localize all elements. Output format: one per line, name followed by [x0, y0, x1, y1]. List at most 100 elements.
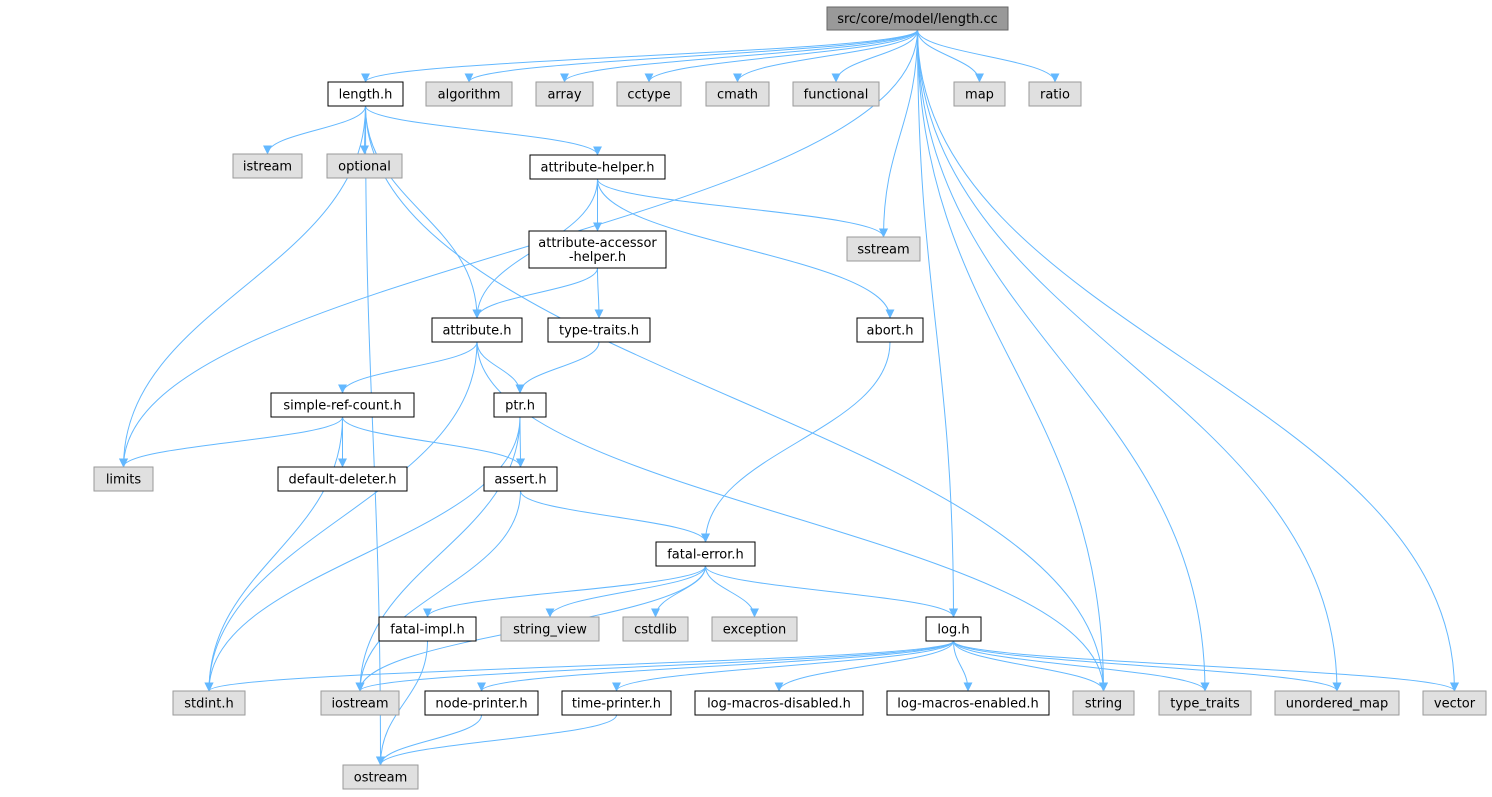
node-limits[interactable]: limits — [93, 466, 154, 492]
node-label: fatal-impl.h — [390, 623, 464, 638]
edge-attribute-h-to-ptr-h — [476, 341, 525, 394]
node-cctype[interactable]: cctype — [616, 81, 682, 107]
node-cmath[interactable]: cmath — [705, 81, 770, 107]
node-type-traits[interactable]: type_traits — [1158, 690, 1252, 716]
edge-type-traits-h-to-ptr-h — [515, 341, 600, 394]
edge-assert-h-to-fatal-error-h — [520, 490, 710, 543]
node-vector[interactable]: vector — [1422, 690, 1487, 716]
node-label: default-deleter.h — [289, 473, 397, 488]
node-log-macros-disabled-h[interactable]: log-macros-disabled.h — [694, 690, 864, 716]
node-log-h[interactable]: log.h — [925, 616, 982, 642]
node-label: sstream — [857, 243, 909, 258]
node-cstdlib[interactable]: cstdlib — [622, 616, 689, 642]
node-box — [431, 317, 523, 343]
node-label: ratio — [1040, 88, 1070, 103]
edge-length-cc-to-limits — [119, 29, 918, 468]
node-iostream[interactable]: iostream — [320, 690, 400, 716]
node-string-view[interactable]: string_view — [500, 616, 600, 642]
node-unordered-map[interactable]: unordered_map — [1274, 690, 1400, 716]
node-box — [622, 616, 689, 642]
node-label: cmath — [717, 88, 758, 103]
edge-length-h-to-attribute-helper-h — [365, 105, 602, 156]
node-box — [925, 616, 982, 642]
node-box — [1422, 690, 1487, 716]
node-box — [327, 81, 404, 107]
node-string[interactable]: string — [1072, 690, 1135, 716]
node-label: string — [1085, 697, 1122, 712]
node-box — [886, 690, 1050, 716]
node-functional[interactable]: functional — [792, 81, 880, 107]
node-label: ostream — [354, 771, 408, 786]
node-attribute-accessor-helper-h[interactable]: attribute-accessor-helper.h — [528, 230, 667, 269]
node-label: log-macros-enabled.h — [897, 697, 1038, 712]
node-attribute-helper-h[interactable]: attribute-helper.h — [529, 154, 666, 180]
edge-length-cc-to-unordered-map — [917, 29, 1342, 692]
edge-ptr-h-to-iostream — [355, 416, 521, 692]
node-label: limits — [106, 473, 142, 488]
node-assert-h[interactable]: assert.h — [483, 466, 558, 492]
edge-time-printer-h-to-ostream — [376, 714, 617, 766]
node-ptr-h[interactable]: ptr.h — [493, 392, 547, 418]
node-label: functional — [804, 88, 869, 103]
node-box — [561, 690, 672, 716]
node-length-h[interactable]: length.h — [327, 81, 404, 107]
node-ostream[interactable]: ostream — [342, 764, 419, 790]
node-log-macros-enabled-h[interactable]: log-macros-enabled.h — [886, 690, 1050, 716]
node-map[interactable]: map — [953, 81, 1006, 107]
node-fatal-impl-h[interactable]: fatal-impl.h — [378, 616, 477, 642]
node-fatal-error-h[interactable]: fatal-error.h — [655, 541, 756, 567]
edge-length-cc-to-string — [917, 29, 1108, 692]
node-box — [535, 81, 594, 107]
node-label: stdint.h — [184, 697, 233, 712]
node-box — [425, 81, 513, 107]
edge-log-h-to-time-printer-h — [612, 640, 954, 692]
node-optional[interactable]: optional — [326, 153, 403, 179]
node-stdint-h[interactable]: stdint.h — [172, 690, 246, 716]
node-box — [856, 317, 924, 343]
node-label: algorithm — [438, 88, 501, 103]
node-label: attribute-helper.h — [540, 161, 654, 176]
node-time-printer-h[interactable]: time-printer.h — [561, 690, 672, 716]
node-box — [424, 690, 539, 716]
edge-attribute-h-to-simple-ref-count-h — [338, 341, 478, 394]
edge-log-h-to-unordered-map — [953, 640, 1342, 692]
node-default-deleter-h[interactable]: default-deleter.h — [277, 466, 408, 492]
node-algorithm[interactable]: algorithm — [425, 81, 513, 107]
node-box — [616, 81, 682, 107]
node-array[interactable]: array — [535, 81, 594, 107]
node-label: cctype — [627, 88, 670, 103]
edge-length-h-to-string — [365, 105, 1108, 692]
node-type-traits-h[interactable]: type-traits.h — [547, 317, 651, 343]
node-istream[interactable]: istream — [232, 153, 303, 179]
node-label: string_view — [513, 623, 587, 638]
edge-length-cc-to-map — [917, 29, 984, 83]
node-simple-ref-count-h[interactable]: simple-ref-count.h — [270, 392, 415, 418]
node-box — [1028, 81, 1082, 107]
node-box — [93, 466, 154, 492]
edge-length-cc-to-length-h — [361, 29, 918, 83]
edge-attribute-h-to-stdint-h — [204, 341, 478, 692]
node-box — [711, 616, 798, 642]
node-box — [270, 392, 415, 418]
edge-length-cc-to-algorithm — [464, 29, 918, 83]
node-sstream[interactable]: sstream — [846, 236, 921, 262]
node-length-cc[interactable]: src/core/model/length.cc — [826, 6, 1009, 31]
edge-length-h-to-ostream — [365, 105, 385, 766]
node-label: simple-ref-count.h — [283, 399, 401, 414]
edge-log-h-to-vector — [953, 640, 1459, 692]
node-box — [705, 81, 770, 107]
node-abort-h[interactable]: abort.h — [856, 317, 924, 343]
node-box — [1072, 690, 1135, 716]
node-node-printer-h[interactable]: node-printer.h — [424, 690, 539, 716]
node-label: map — [965, 88, 994, 103]
edge-length-cc-to-type-traits — [917, 29, 1210, 692]
node-box — [547, 317, 651, 343]
node-box — [326, 153, 403, 179]
node-ratio[interactable]: ratio — [1028, 81, 1082, 107]
edge-attribute-helper-h-to-abort-h — [597, 178, 895, 319]
edge-fatal-error-h-to-log-h — [705, 565, 958, 618]
edge-fatal-error-h-to-string-view — [545, 565, 706, 618]
node-attribute-h[interactable]: attribute.h — [431, 317, 523, 343]
node-label: log.h — [937, 623, 969, 638]
node-exception[interactable]: exception — [711, 616, 798, 642]
